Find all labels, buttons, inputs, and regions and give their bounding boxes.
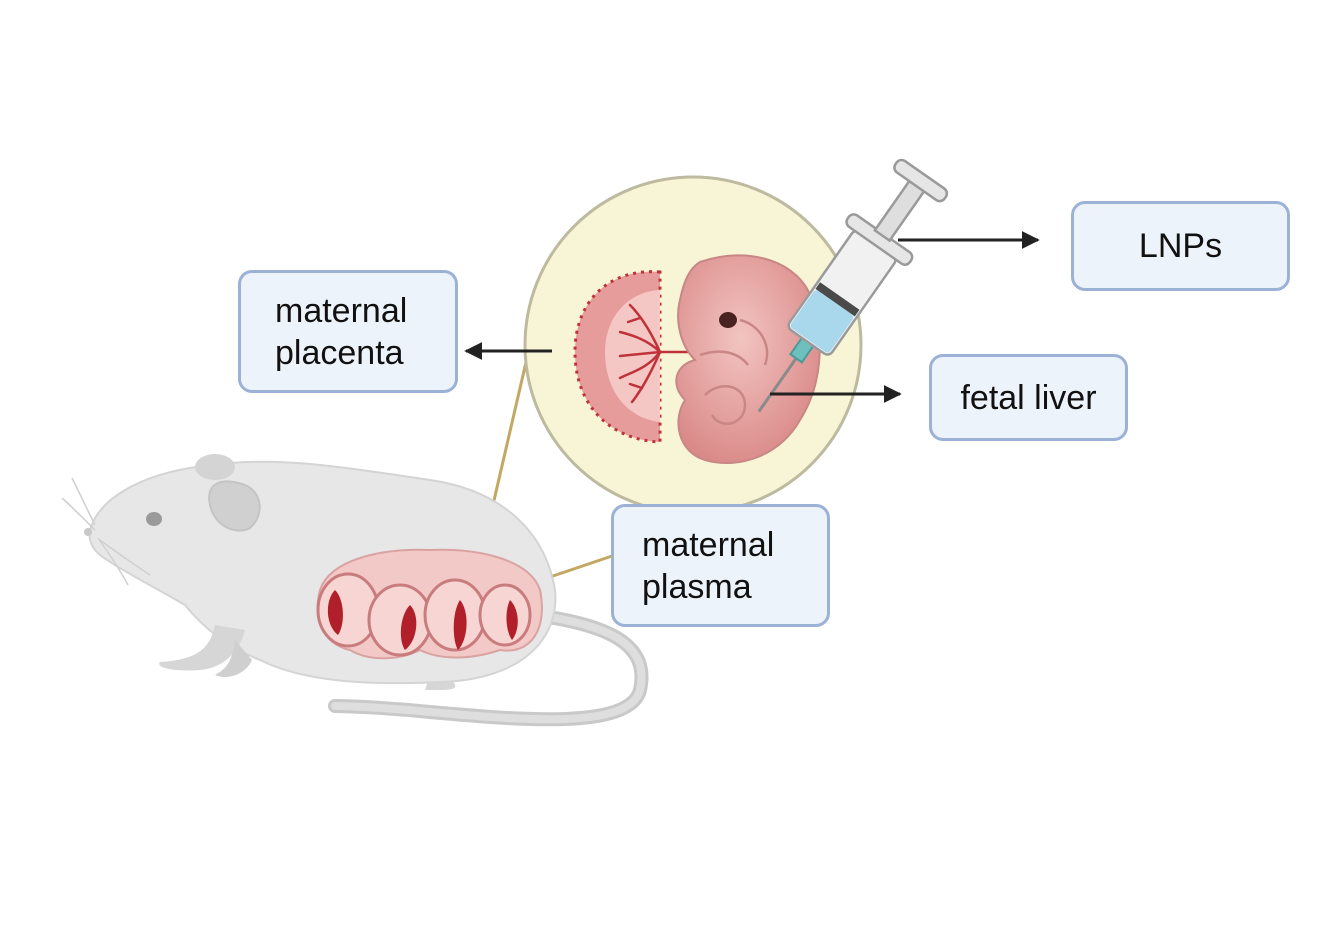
syringe-icon [757, 158, 949, 413]
maternal-placenta-label-box: maternal placenta [238, 270, 458, 393]
maternal-placenta-label: maternal placenta [275, 291, 408, 372]
maternal-plasma-label: maternal plasma [642, 525, 775, 606]
lnps-label: LNPs [1138, 227, 1223, 265]
lnps-label-box: LNPs [1071, 201, 1290, 291]
uterus-icon [316, 548, 543, 660]
fetal-liver-label: fetal liver [960, 378, 1097, 417]
maternal-plasma-label-box: maternal plasma [611, 504, 830, 627]
fetal-liver-label-box: fetal liver [929, 354, 1128, 441]
arrows [464, 231, 1040, 403]
placenta-icon [573, 270, 697, 444]
